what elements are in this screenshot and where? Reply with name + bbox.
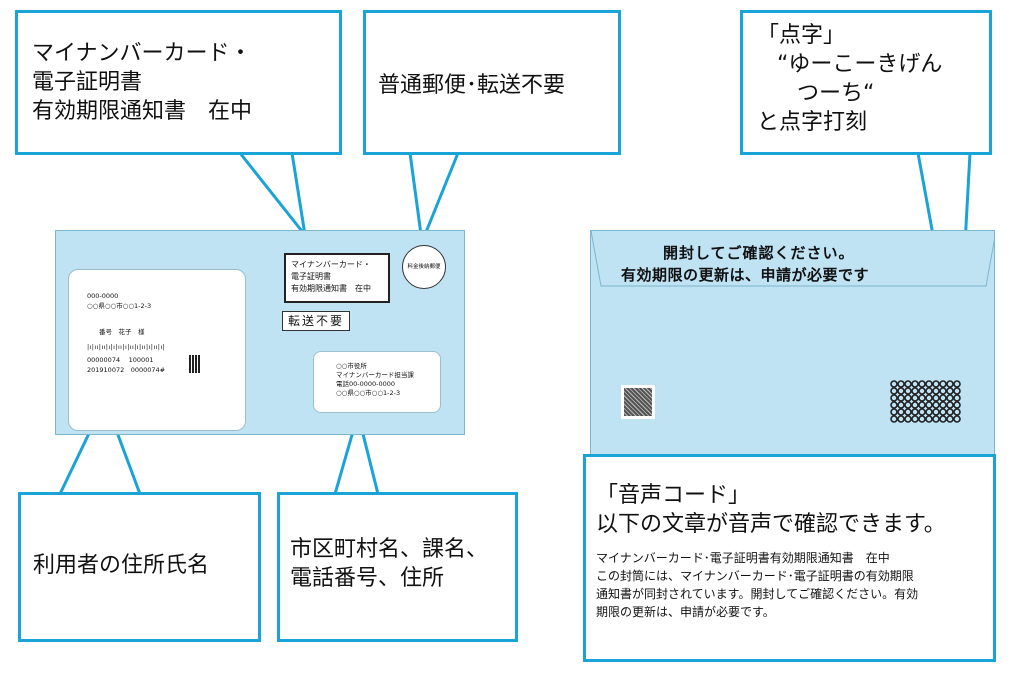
code-row-2: 201910072 0000074# — [87, 366, 166, 374]
recipient-name: 番号 花子 様 — [99, 328, 145, 336]
callout-mail-type-text: 普通郵便･転送不要 — [378, 73, 566, 98]
qr-code-icon — [189, 355, 201, 373]
callout-braille: 「点字」 “ゆーこーきげん つーち“ と点字打刻 — [740, 10, 992, 155]
sender-line-3: 電話00-0000-0000 — [336, 380, 396, 388]
enclosed-box-line-1: マイナンバーカード・ — [291, 260, 371, 269]
callout-voice-body-1: マイナンバーカード･電子証明書有効期限通知書 在中 — [596, 551, 890, 565]
enclosed-box: マイナンバーカード・ 電子証明書 有効期限通知書 在中 — [284, 253, 390, 303]
sender-line-4: ○○県○○市○○1-2-3 — [336, 389, 401, 397]
back-heading-line-1: 開封してご確認ください。 — [663, 244, 855, 262]
callout-voice-code: 「音声コード」 以下の文章が音声で確認できます。 マイナンバーカード･電子証明書… — [583, 454, 996, 662]
callout-voice-body-3: 通知書が同封されています。開封してご確認ください。有効 — [596, 587, 919, 601]
callout-braille-line-4: と点字打刻 — [757, 110, 868, 135]
sender-window: ○○市役所 マイナンバーカード担当課 電話00-0000-0000 ○○県○○市… — [313, 351, 441, 413]
sender-line-2: マイナンバーカード担当課 — [336, 371, 414, 379]
back-envelope: 開封してご確認ください。 有効期限の更新は、申請が必要です — [590, 230, 995, 455]
callout-braille-line-1: 「点字」 — [757, 23, 846, 48]
callout-voice-body-4: 期限の更新は、申請が必要です。 — [596, 605, 775, 619]
callout-voice-title: 「音声コード」 — [596, 483, 751, 508]
postage-stamp-text: 料金後納郵便 — [407, 264, 441, 270]
callout-sender-line-1: 市区町村名、課名、 — [290, 537, 489, 562]
callout-enclosed-line-1: マイナンバーカード・ — [32, 41, 252, 66]
enclosed-box-line-3: 有効期限通知書 在中 — [291, 284, 371, 293]
callout-mail-type: 普通郵便･転送不要 — [363, 10, 621, 155]
voice-code-icon — [621, 385, 655, 419]
braille-dots-icon — [890, 380, 961, 423]
address-window: 000-0000 ○○県○○市○○1-2-3 番号 花子 様 |ı|ıı|ıı|… — [68, 269, 246, 431]
front-envelope: 000-0000 ○○県○○市○○1-2-3 番号 花子 様 |ı|ıı|ıı|… — [55, 230, 465, 435]
enclosed-box-line-2: 電子証明書 — [291, 272, 331, 281]
callout-sender-line-2: 電話番号、住所 — [290, 566, 445, 591]
code-row-1: 00000074 100001 — [87, 356, 154, 364]
callout-voice-subtitle: 以下の文章が音声で確認できます。 — [596, 512, 946, 537]
callout-voice-body-2: この封筒には、マイナンバーカード･電子証明書の有効期限 — [596, 569, 914, 583]
connector-mail-type — [408, 152, 460, 248]
recipient-postal: 000-0000 — [87, 292, 119, 300]
callout-recipient-text: 利用者の住所氏名 — [33, 553, 210, 578]
back-heading-line-2: 有効期限の更新は、申請が必要です — [621, 266, 870, 284]
callout-braille-line-3: つーち“ — [797, 81, 875, 106]
callout-braille-line-2: “ゆーこーきげん — [777, 52, 943, 77]
callout-enclosed-line-2: 電子証明書 — [32, 70, 143, 95]
sender-line-1: ○○市役所 — [336, 362, 367, 370]
customer-barcode: |ı|ıı|ıı|ı|ı|ıı|ı|ıı|ı|ıı|ı|ıı|ı| — [87, 343, 166, 351]
callout-enclosed-line-3: 有効期限通知書 在中 — [32, 99, 253, 124]
postage-stamp: 料金後納郵便 — [402, 245, 446, 289]
recipient-address: ○○県○○市○○1-2-3 — [87, 302, 152, 310]
envelope-flap — [591, 231, 994, 287]
callout-sender: 市区町村名、課名、 電話番号、住所 — [277, 492, 518, 642]
callout-enclosed-label: マイナンバーカード・ 電子証明書 有効期限通知書 在中 — [15, 10, 342, 155]
no-forward-badge: 転送不要 — [282, 311, 350, 331]
connector-front-label — [238, 152, 308, 241]
callout-recipient: 利用者の住所氏名 — [18, 492, 261, 642]
